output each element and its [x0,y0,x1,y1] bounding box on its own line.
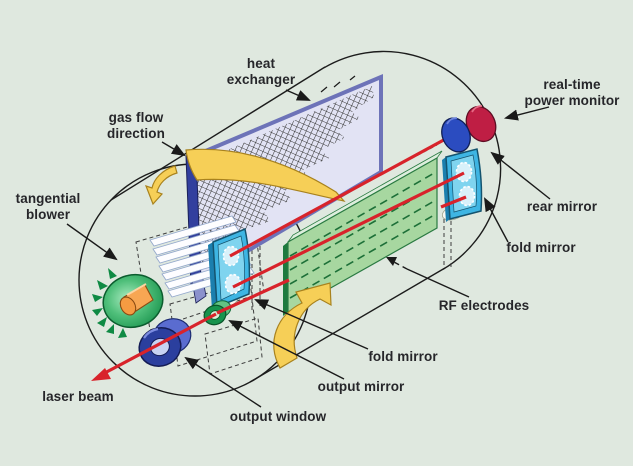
gas-flow-arrow-hook [144,165,178,206]
rf-arrowhead [386,257,397,266]
blower-teeth [92,268,127,338]
fold-mirror-rear-arrow [484,197,509,243]
fold-mirror-front-arrow [254,299,369,350]
gas-flow-arrow-main [185,148,346,202]
laser-beam-arrowhead [91,368,111,381]
gas-flow-arrow-bottom [273,282,332,369]
laser-beam-lines [98,134,467,378]
label-rf-electrodes: RF electrodes [438,298,530,313]
power-monitor-arrow [503,106,550,121]
label-output-mirror: output mirror [317,379,405,394]
blower-shaft [119,283,154,316]
rf-electrodes-slab [283,150,443,316]
label-laser-beam: laser beam [42,389,114,404]
tangential-blower-arrow [66,223,118,261]
fold-mirror-right-plate [442,148,483,222]
motion-dashes [320,75,356,93]
rear-mirror-arrow [490,151,551,200]
label-fold-mirror-rear: fold mirror [506,240,576,255]
label-fold-mirror-front: fold mirror [368,349,438,364]
rear-mirror-disc [441,117,471,153]
heat-exchanger-arrow [285,89,311,101]
output-window-arrow [184,356,262,408]
rf-electrodes-arrow [406,268,470,298]
label-output-window: output window [229,409,327,424]
label-rear-mirror: rear mirror [526,199,598,214]
label-arrows [66,89,551,408]
output-mirror-arrow [228,320,345,380]
gas-flow-arrow-pointer [161,141,186,157]
